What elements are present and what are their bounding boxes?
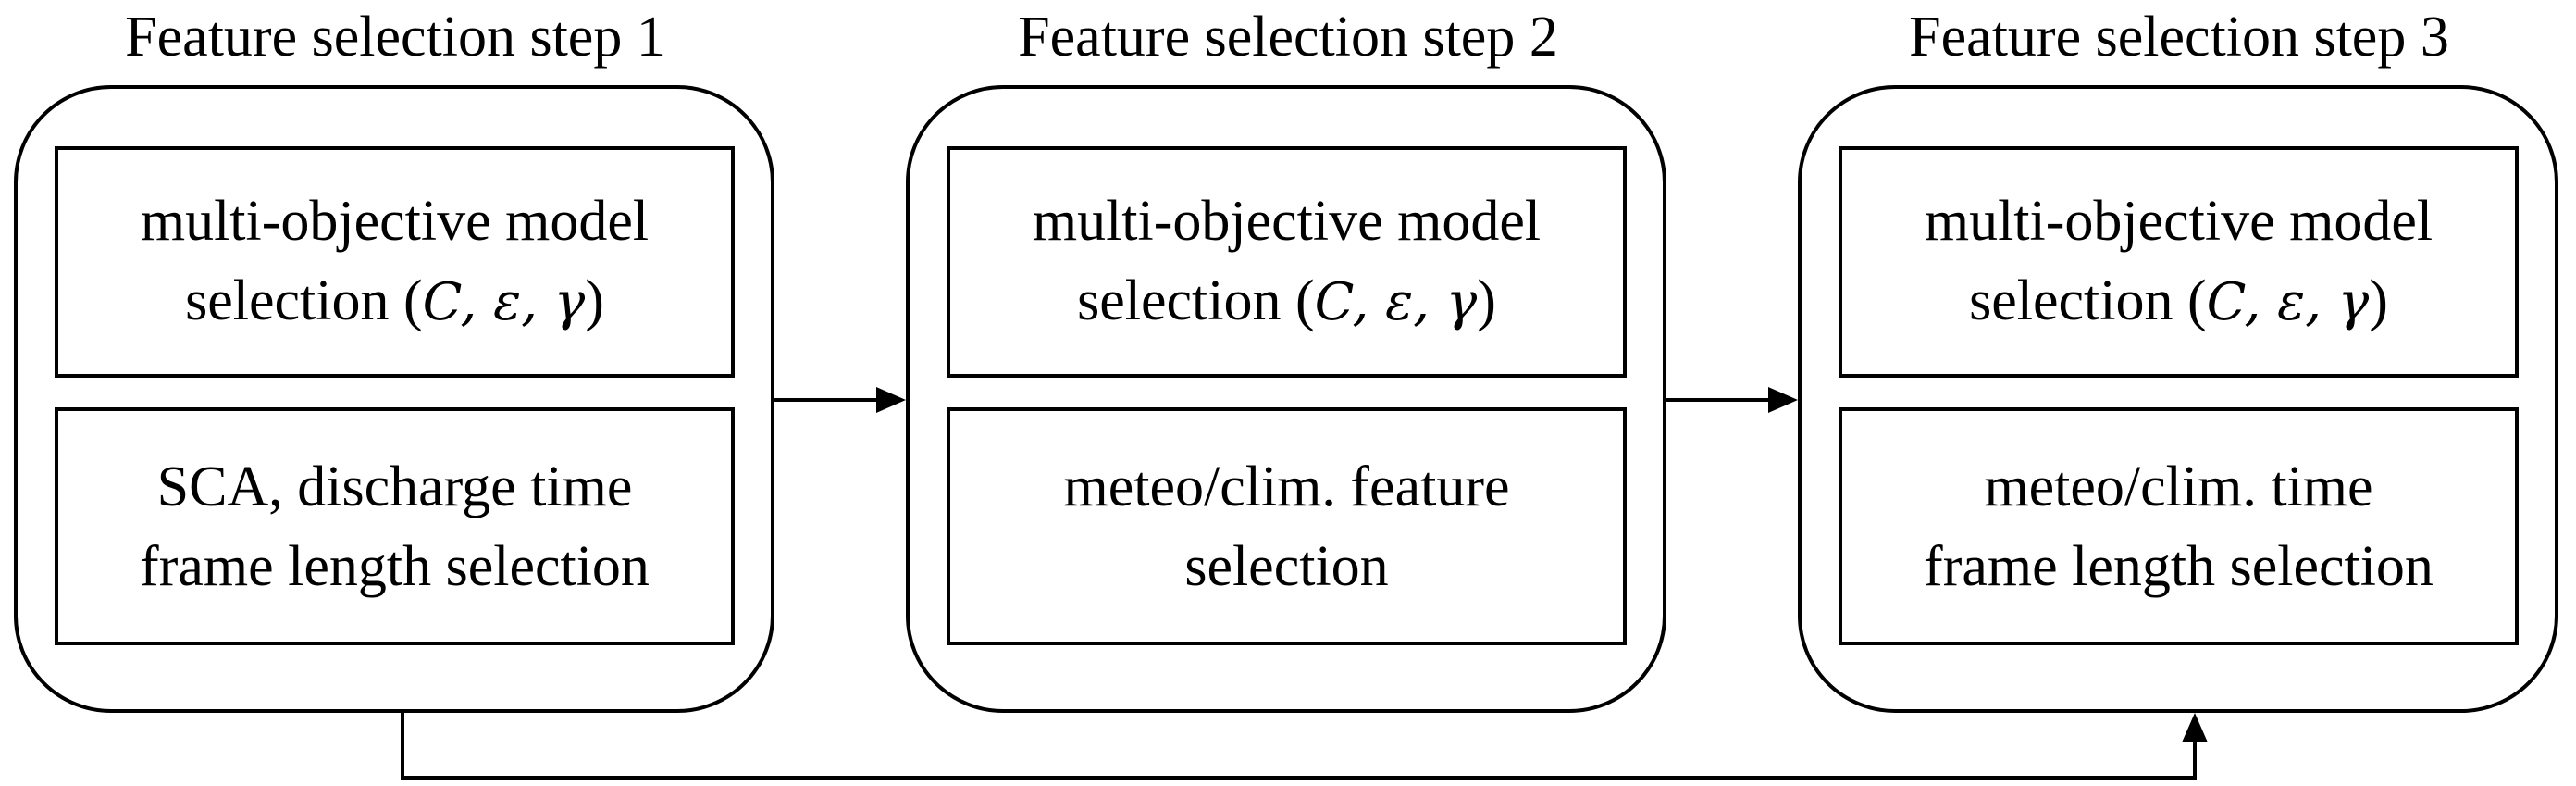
step-3-model-parameters: C, ε, γ: [2206, 272, 2370, 332]
step-3-model-selection-box: multi-objective model selection (C, ε, γ…: [1839, 146, 2519, 378]
step-2-model-selection-suffix: ): [1477, 269, 1496, 332]
step-3-box: multi-objective model selection (C, ε, γ…: [1798, 85, 2558, 713]
arrow-step2-to-step3: [1666, 387, 1798, 413]
step-1-feature-line2: frame length selection: [140, 534, 650, 598]
step-2-box: multi-objective model selection (C, ε, γ…: [906, 85, 1666, 713]
arrow-step1-to-step3-bypass: [401, 713, 2208, 780]
step-3-feature-line2: frame length selection: [1924, 534, 2434, 598]
step-3-model-selection-line1: multi-objective model: [1924, 190, 2434, 253]
step-3-model-selection-suffix: ): [2369, 269, 2388, 332]
step-1-model-parameters: C, ε, γ: [422, 272, 586, 332]
step-2-feature-line2: selection: [1184, 534, 1389, 598]
step-1-model-selection-prefix: selection (: [185, 269, 423, 332]
step-1-feature-box: SCA, discharge time frame length selecti…: [55, 407, 735, 645]
step-1-box: multi-objective model selection (C, ε, γ…: [14, 85, 774, 713]
step-2-model-selection-prefix: selection (: [1077, 269, 1315, 332]
step-2-title: Feature selection step 2: [1018, 6, 1558, 69]
step-2-model-selection-line2: selection (C, ε, γ): [1077, 261, 1496, 343]
step-1-model-selection-box: multi-objective model selection (C, ε, γ…: [55, 146, 735, 378]
step-2-feature-box: meteo/clim. feature selection: [947, 407, 1627, 645]
step-3-feature-line1: meteo/clim. time: [1984, 455, 2373, 518]
step-1-model-selection-line2: selection (C, ε, γ): [185, 261, 604, 343]
step-3-title: Feature selection step 3: [1909, 6, 2449, 69]
step-3-model-selection-prefix: selection (: [1969, 269, 2207, 332]
step-1-feature-line1: SCA, discharge time: [156, 455, 633, 518]
step-2-feature-line1: meteo/clim. feature: [1063, 455, 1510, 518]
step-2-model-selection-line1: multi-objective model: [1032, 190, 1542, 253]
step-2-model-parameters: C, ε, γ: [1314, 272, 1478, 332]
step-3-model-selection-line2: selection (C, ε, γ): [1969, 261, 2388, 343]
step-3-feature-box: meteo/clim. time frame length selection: [1839, 407, 2519, 645]
step-1-model-selection-suffix: ): [585, 269, 604, 332]
arrow-step1-to-step2: [774, 387, 906, 413]
step-1-title: Feature selection step 1: [125, 6, 665, 69]
step-2-model-selection-box: multi-objective model selection (C, ε, γ…: [947, 146, 1627, 378]
step-1-model-selection-line1: multi-objective model: [140, 190, 650, 253]
